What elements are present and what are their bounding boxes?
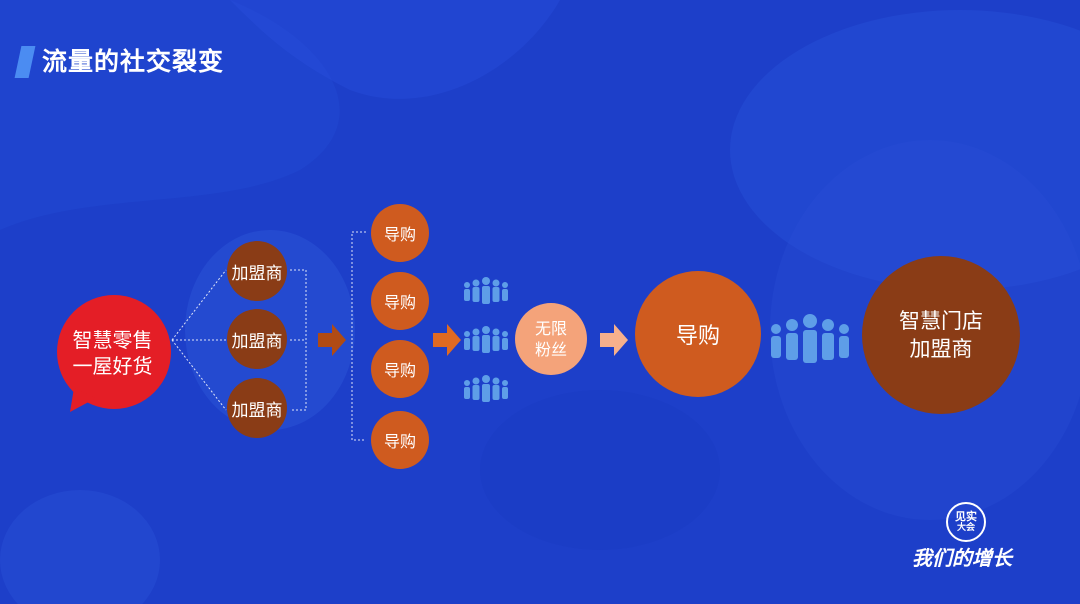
brand-name: 我们的增长 [912,546,1012,570]
franchisee-node-1: 加盟商 [227,241,287,301]
people-group-icon [771,314,849,363]
franchisee-label: 加盟商 [231,331,283,352]
guide-label: 导购 [383,361,416,380]
guide-node-2: 导购 [371,272,429,330]
people-group-icon [464,326,508,353]
store-label-line-1: 智慧门店 [899,309,983,333]
people-group-icon [464,277,508,304]
guide-node-4: 导购 [371,411,429,469]
main-guide-label: 导购 [675,324,720,349]
source-node: 智慧零售 一屋好货 [55,295,170,410]
brand-badge-line-2: 大会 [956,523,975,533]
franchisee-node-2: 加盟商 [227,309,287,369]
arrow-right-icon [600,324,628,356]
fans-label-line-1: 无限 [534,319,567,338]
guide-label: 导购 [383,293,416,312]
arrow-right-icon [318,324,346,356]
people-group-icon [464,375,508,402]
store-label-line-2: 加盟商 [909,337,973,361]
franchisee-label: 加盟商 [231,400,283,421]
arrow-right-icon [433,324,461,356]
source-bubble-shape [57,295,171,412]
brand-badge-line-1: 见实 [955,510,977,523]
source-label-line-2: 一屋好货 [72,353,153,378]
store-node: 智慧门店 加盟商 [862,256,1020,414]
guide-node-1: 导购 [371,204,429,262]
main-guide-node: 导购 [635,271,761,397]
fans-label-line-2: 粉丝 [534,340,567,359]
guide-label: 导购 [383,432,416,451]
brand-logo-badge: 见实 大会 [946,502,986,542]
franchisee-label: 加盟商 [231,263,283,284]
guide-label: 导购 [383,225,416,244]
title-accent-bar [14,46,36,78]
source-label-line-1: 智慧零售 [72,327,153,352]
fans-node: 无限 粉丝 [515,303,587,375]
page-title: 流量的社交裂变 [42,47,225,76]
guide-node-3: 导购 [371,340,429,398]
franchisee-node-3: 加盟商 [227,378,287,438]
